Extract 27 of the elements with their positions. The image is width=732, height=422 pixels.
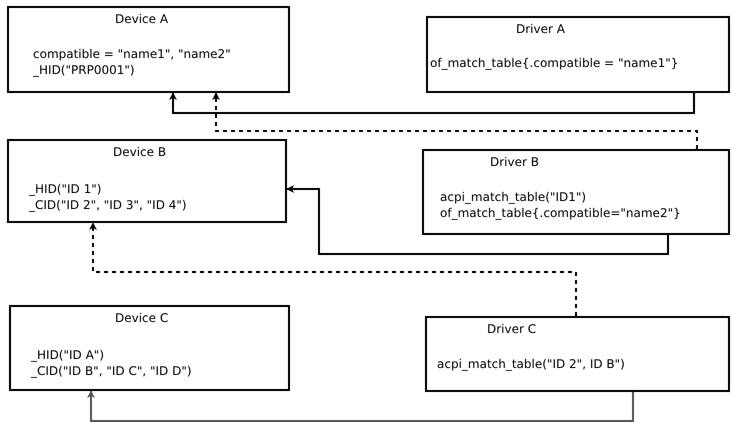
code-line: acpi_match_table("ID 2", ID B"): [437, 356, 625, 372]
code-line: _HID("ID 1"): [29, 181, 102, 197]
box-title: Driver A: [516, 21, 565, 37]
component-box: [7, 6, 290, 93]
code-line: of_match_table{.compatible="name2"}: [440, 205, 681, 221]
code-line: _CID("ID B", "ID C", "ID D"): [31, 363, 192, 379]
code-line: _CID("ID 2", "ID 3", "ID 4"): [29, 197, 187, 213]
code-line: of_match_table{.compatible = "name1"}: [430, 55, 678, 71]
code-line: _HID("ID A"): [31, 347, 104, 363]
connector-arrow: [212, 92, 698, 149]
box-title: Device C: [115, 310, 168, 326]
box-title: Driver C: [487, 321, 536, 337]
component-box: [9, 305, 290, 391]
connector-arrow: [286, 185, 669, 255]
connector-arrow: [89, 222, 577, 316]
connector-arrow: [87, 390, 634, 422]
component-box: [7, 139, 287, 223]
code-line: acpi_match_table("ID1"): [440, 189, 586, 205]
component-box: [425, 316, 730, 392]
component-box: [426, 16, 730, 93]
connector-arrow: [169, 92, 695, 114]
box-title: Driver B: [490, 154, 539, 170]
box-title: Device A: [115, 11, 168, 27]
code-line: compatible = "name1", "name2": [33, 46, 231, 62]
component-box: [422, 149, 730, 235]
code-line: _HID("PRP0001"): [33, 62, 135, 78]
box-title: Device B: [113, 144, 166, 160]
